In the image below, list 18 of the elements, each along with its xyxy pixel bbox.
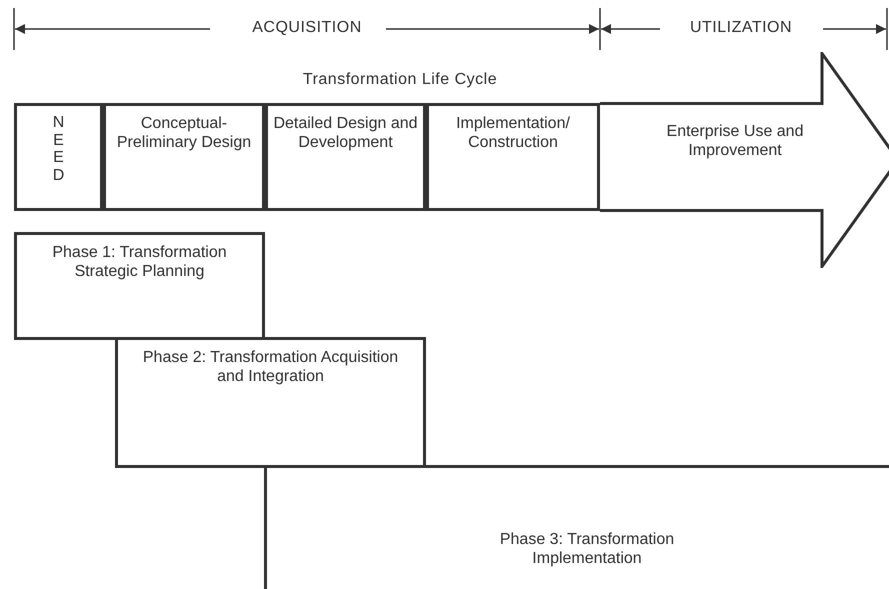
- diagram-heading: Transformation Life Cycle: [302, 70, 498, 90]
- stage-label: Detailed Design and Development: [272, 114, 419, 152]
- phase-box: [115, 337, 426, 468]
- dimension-label: UTILIZATION: [688, 18, 794, 38]
- phase-region: [264, 465, 889, 589]
- stage-label: Conceptual- Preliminary Design: [116, 114, 252, 152]
- stage-box: [14, 103, 103, 211]
- stage-label: Enterprise Use and Improvement: [666, 122, 804, 160]
- dimension-label: ACQUISITION: [251, 18, 363, 38]
- stage-label: NEED: [52, 114, 66, 184]
- stage-box: [265, 103, 426, 211]
- stage-label: Phase 1: Transformation Strategic Planning: [51, 243, 228, 282]
- phase-box: [14, 232, 265, 340]
- stage-label: Phase 3: Transformation Implementation: [498, 530, 676, 568]
- stage-box: [426, 103, 600, 211]
- stage-label: Implementation/ Construction: [455, 114, 571, 152]
- stage-label: Phase 2: Transformation Acquisition and Integration: [142, 348, 400, 386]
- stage-box: [103, 103, 265, 211]
